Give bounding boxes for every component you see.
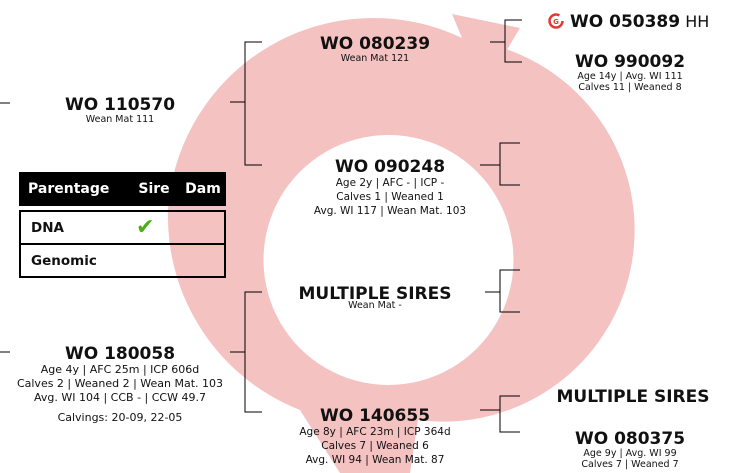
stats-line: Calves 7 | Weaned 7 [560, 459, 700, 470]
header-parentage: Parentage [19, 181, 128, 197]
stats-line: Avg. WI 117 | Wean Mat. 103 [290, 204, 490, 218]
genomic-g-icon: G [548, 13, 564, 29]
animal-id: WO 090248 [290, 158, 490, 176]
stats-line: Avg. WI 94 | Wean Mat. 87 [280, 453, 470, 467]
animal-id: MULTIPLE SIRES [548, 388, 718, 406]
parentage-header: Parentage Sire Dam [19, 172, 226, 206]
stats-line: Wean Mat 111 [35, 114, 205, 125]
stats-line: Calves 1 | Weaned 1 [290, 190, 490, 204]
parentage-body: DNA ✔ Genomic [19, 210, 226, 278]
stats-line: Age 14y | Avg. WI 111 [560, 71, 700, 82]
dam-dam-dam[interactable]: WO 080375 Age 9y | Avg. WI 99 Calves 7 |… [560, 430, 700, 470]
parentage-row-dna: DNA ✔ [21, 212, 224, 243]
parentage-table: Parentage Sire Dam DNA ✔ Genomic [19, 172, 226, 278]
animal-id: WO 080375 [560, 430, 700, 448]
sire-sire-dam[interactable]: WO 990092 Age 14y | Avg. WI 111 Calves 1… [560, 53, 700, 93]
dam[interactable]: WO 180058 Age 4y | AFC 25m | ICP 606d Ca… [0, 345, 240, 425]
stats-line: Age 9y | Avg. WI 99 [560, 448, 700, 459]
sire[interactable]: WO 110570 Wean Mat 111 [35, 96, 205, 125]
stats-line: Age 2y | AFC - | ICP - [290, 176, 490, 190]
row-label: DNA [31, 220, 64, 236]
animal-id: WO 990092 [560, 53, 700, 71]
stats-line: Avg. WI 104 | CCB - | CCW 49.7 [0, 391, 240, 405]
stats-line: Calves 2 | Weaned 2 | Wean Mat. 103 [0, 377, 240, 391]
stats-line: Calves 11 | Weaned 8 [560, 82, 700, 93]
calvings-line: Calvings: 20-09, 22-05 [0, 411, 240, 425]
sire-sire[interactable]: WO 080239 Wean Mat 121 [290, 35, 460, 64]
stats-line: Age 8y | AFC 23m | ICP 364d [280, 425, 470, 439]
animal-id: WO 080239 [290, 35, 460, 53]
checkmark-icon: ✔ [136, 215, 154, 240]
dam-dam-sire[interactable]: MULTIPLE SIRES [548, 388, 718, 406]
sire-sire-sire[interactable]: G WO 050389 HH [548, 12, 709, 31]
parentage-row-genomic: Genomic [21, 243, 224, 276]
animal-id: WO 140655 [280, 407, 470, 425]
animal-id: WO 180058 [0, 345, 240, 363]
animal-id: WO 050389 [570, 12, 680, 32]
stats-line: Age 4y | AFC 25m | ICP 606d [0, 363, 240, 377]
stats-line: Calves 7 | Weaned 6 [280, 439, 470, 453]
dam-sire[interactable]: MULTIPLE SIRES Wean Mat - [290, 285, 460, 311]
sire-dam[interactable]: WO 090248 Age 2y | AFC - | ICP - Calves … [290, 158, 490, 218]
animal-suffix: HH [685, 12, 709, 31]
dam-dam[interactable]: WO 140655 Age 8y | AFC 23m | ICP 364d Ca… [280, 407, 470, 467]
header-sire: Sire [128, 181, 180, 197]
header-dam: Dam [180, 181, 226, 197]
row-label: Genomic [31, 253, 97, 269]
svg-text:G: G [553, 18, 559, 26]
stats-line: Wean Mat 121 [290, 53, 460, 64]
animal-id: WO 110570 [35, 96, 205, 114]
